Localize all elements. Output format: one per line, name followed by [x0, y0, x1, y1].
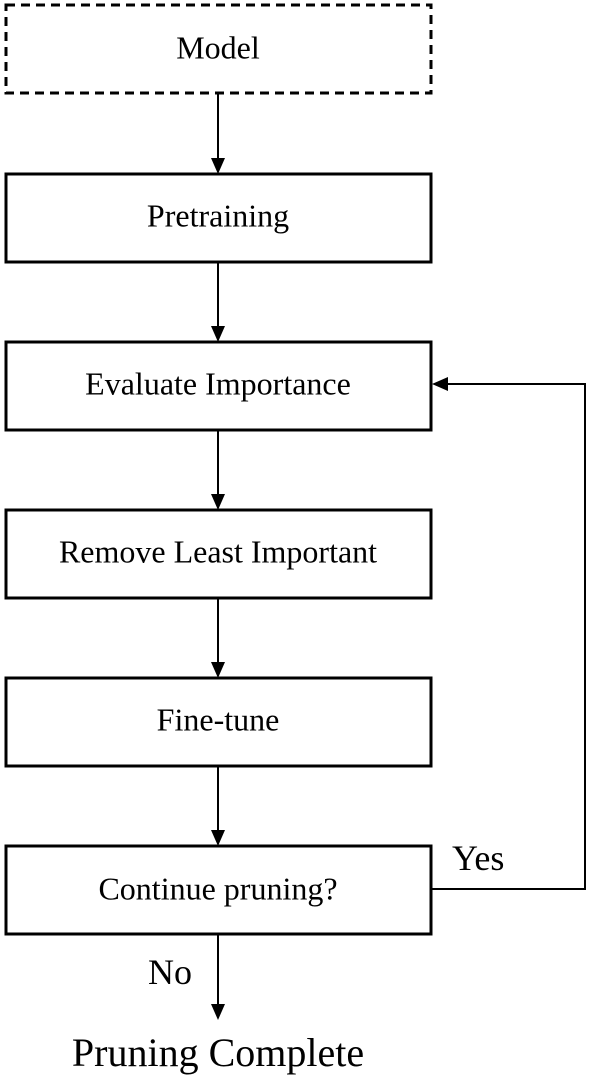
node-evaluate-importance: Evaluate Importance: [4, 340, 433, 432]
node-remove-least-important: Remove Least Important: [4, 508, 433, 600]
node-fine-tune: Fine-tune: [4, 676, 433, 768]
node-pretraining-label: Pretraining: [147, 197, 289, 233]
arrow-finetune-to-decision: [211, 766, 225, 846]
arrow-yes-loop: [431, 377, 586, 890]
node-remove-least-important-label: Remove Least Important: [59, 533, 377, 569]
node-model: Model: [4, 3, 433, 95]
terminal-label: Pruning Complete: [72, 1030, 364, 1075]
node-pretraining: Pretraining: [4, 172, 433, 264]
arrow-remove-to-finetune: [211, 598, 225, 678]
node-continue-pruning-label: Continue pruning?: [98, 870, 337, 906]
arrow-pretraining-to-evaluate: [211, 262, 225, 342]
node-fine-tune-label: Fine-tune: [157, 701, 280, 737]
yes-label: Yes: [452, 838, 504, 878]
arrow-no: [211, 934, 225, 1020]
arrow-evaluate-to-remove: [211, 430, 225, 510]
node-continue-pruning: Continue pruning?: [4, 844, 433, 936]
no-label: No: [148, 952, 192, 992]
node-model-label: Model: [176, 29, 260, 65]
arrow-model-to-pretraining: [211, 93, 225, 174]
node-evaluate-importance-label: Evaluate Importance: [85, 365, 351, 401]
